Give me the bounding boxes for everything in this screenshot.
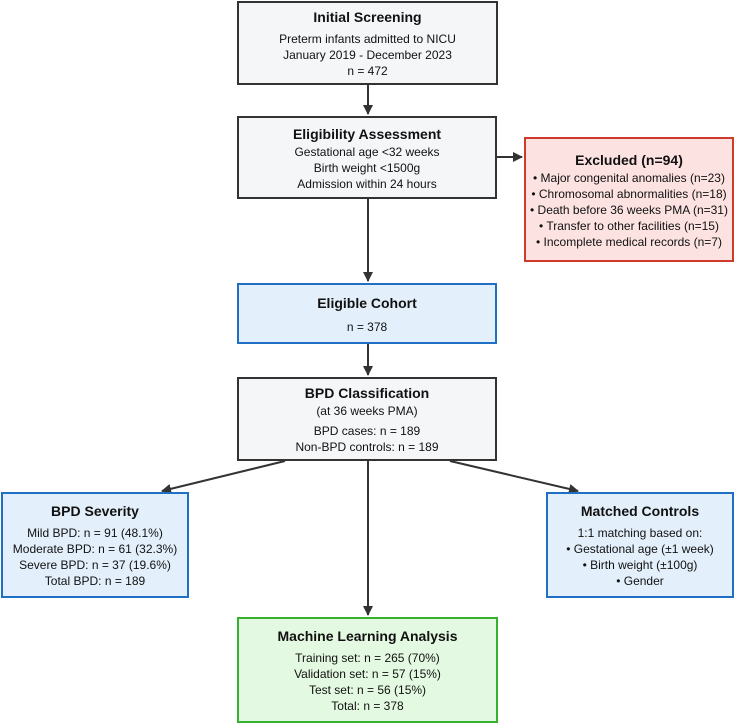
- classification-line-1: BPD cases: n = 189: [313, 424, 421, 438]
- ml-line-3: Test set: n = 56 (15%): [308, 683, 427, 697]
- controls-line-2: • Gestational age (±1 week): [566, 542, 714, 556]
- screening-line-3: n = 472: [347, 64, 388, 78]
- severity-box: BPD Severity Mild BPD: n = 91 (48.1%) Mo…: [1, 492, 189, 598]
- eligibility-title: Eligibility Assessment: [292, 125, 442, 142]
- excluded-line-4: • Transfer to other facilities (n=15): [539, 218, 719, 233]
- severity-line-2: Moderate BPD: n = 61 (32.3%): [12, 542, 178, 556]
- classification-box: BPD Classification (at 36 weeks PMA) BPD…: [237, 377, 497, 461]
- excluded-line-1: • Major congenital anomalies (n=23): [533, 170, 725, 185]
- classification-line-2: Non-BPD controls: n = 189: [295, 440, 439, 454]
- screening-box: Initial Screening Preterm infants admitt…: [237, 1, 498, 85]
- cohort-title: Eligible Cohort: [317, 294, 417, 311]
- arrow-classification-to-severity: [161, 460, 286, 494]
- controls-title: Matched Controls: [580, 503, 700, 519]
- ml-title: Machine Learning Analysis: [277, 628, 458, 644]
- cohort-line-1: n = 378: [346, 319, 388, 334]
- excluded-line-3: • Death before 36 weeks PMA (n=31): [530, 202, 728, 217]
- ml-box: Machine Learning Analysis Training set: …: [237, 617, 498, 723]
- severity-title: BPD Severity: [51, 503, 139, 519]
- excluded-box: Excluded (n=94) • Major congenital anoma…: [524, 137, 734, 262]
- ml-line-1: Training set: n = 265 (70%): [295, 651, 440, 665]
- ml-line-2: Validation set: n = 57 (15%): [294, 667, 441, 681]
- excluded-line-2: • Chromosomal abnormalities (n=18): [531, 186, 727, 201]
- screening-line-2: January 2019 - December 2023: [283, 48, 452, 62]
- excluded-line-5: • Incomplete medical records (n=7): [536, 234, 722, 249]
- eligibility-line-2: Birth weight <1500g: [313, 160, 421, 175]
- screening-title: Initial Screening: [313, 9, 422, 25]
- severity-line-3: Severe BPD: n = 37 (19.6%): [19, 558, 171, 572]
- cohort-box: Eligible Cohort n = 378: [237, 283, 497, 344]
- eligibility-line-1: Gestational age <32 weeks: [294, 144, 440, 159]
- severity-line-4: Total BPD: n = 189: [44, 574, 146, 588]
- controls-line-1: 1:1 matching based on:: [577, 526, 703, 540]
- screening-line-1: Preterm infants admitted to NICU: [279, 32, 456, 46]
- classification-subtitle: (at 36 weeks PMA): [316, 404, 418, 418]
- controls-line-3: • Birth weight (±100g): [582, 558, 698, 572]
- controls-box: Matched Controls 1:1 matching based on: …: [546, 492, 734, 598]
- arrow-classification-to-controls: [449, 460, 579, 494]
- severity-line-1: Mild BPD: n = 91 (48.1%): [27, 526, 163, 540]
- controls-line-4: • Gender: [616, 574, 664, 588]
- excluded-title: Excluded (n=94): [575, 151, 683, 168]
- eligibility-line-3: Admission within 24 hours: [297, 176, 437, 191]
- ml-line-4: Total: n = 378: [331, 699, 404, 713]
- eligibility-box: Eligibility Assessment Gestational age <…: [237, 116, 497, 199]
- classification-title: BPD Classification: [304, 385, 430, 401]
